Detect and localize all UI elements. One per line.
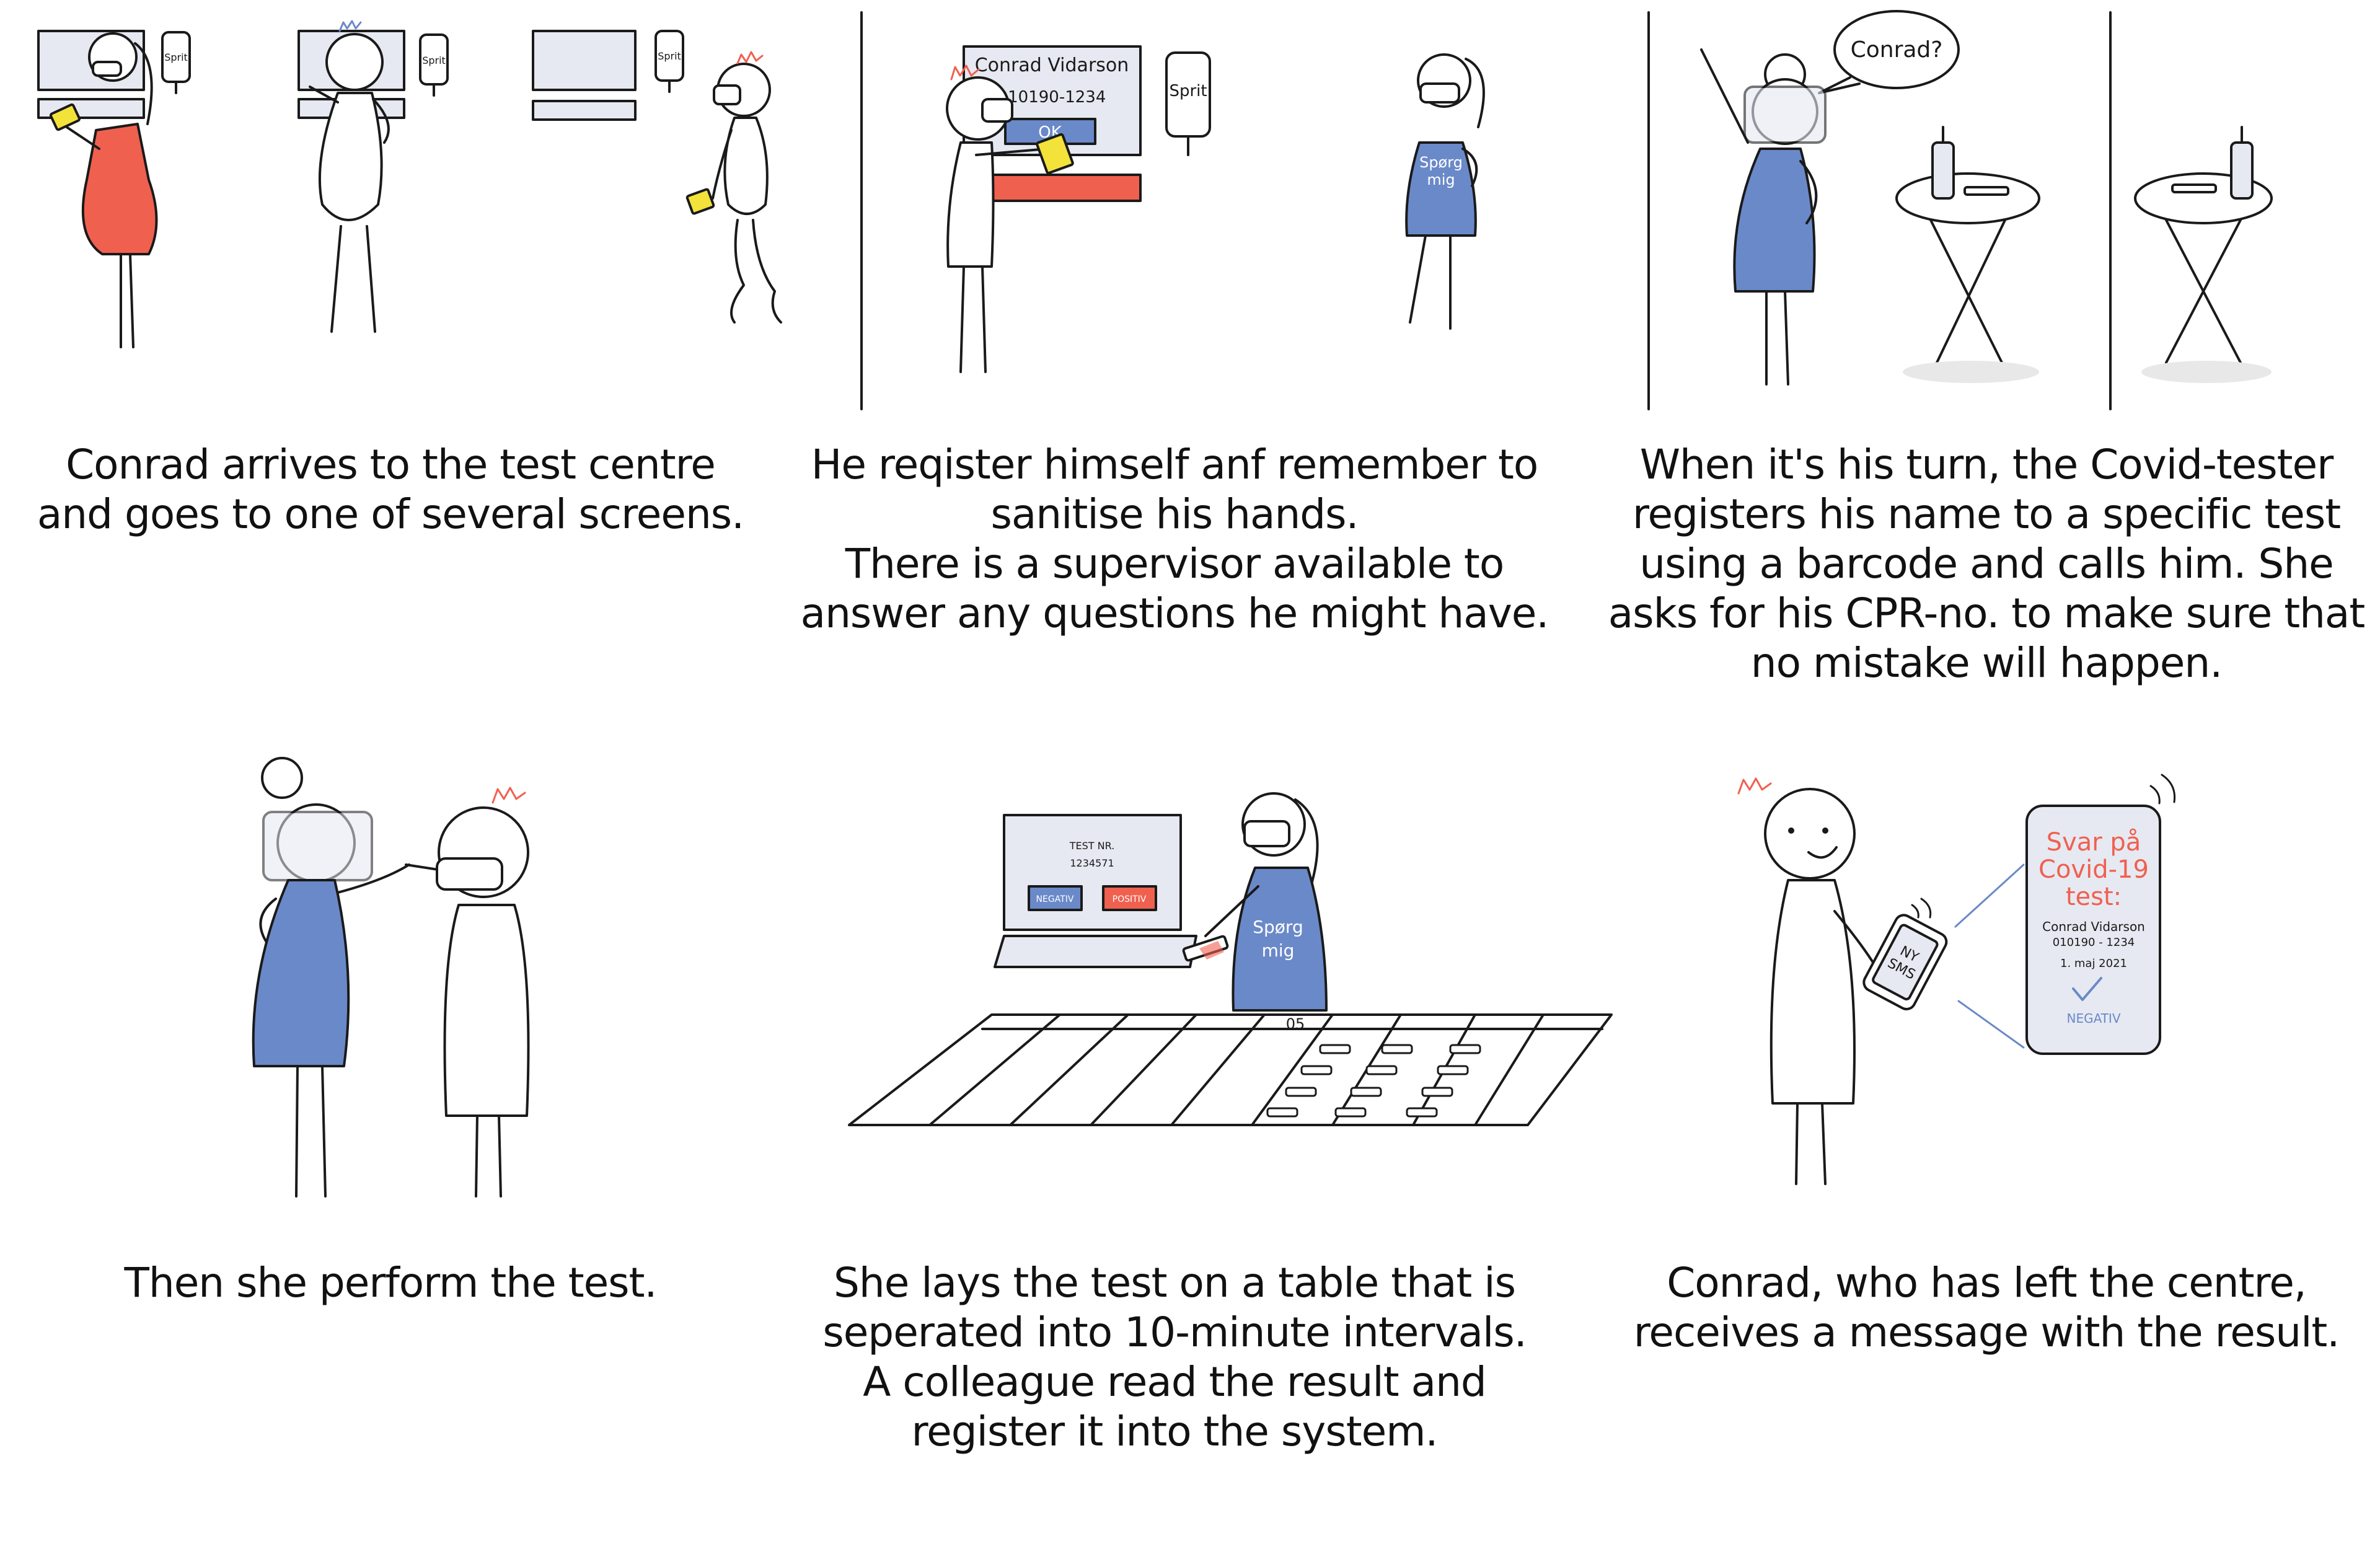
shirt-text: Spørg [1253, 917, 1303, 937]
supervisor: Spørg mig [1405, 53, 1485, 330]
panel-4 [252, 757, 530, 1198]
result-screen [1003, 814, 1182, 931]
panel-6: NY SMS Svar på Covid-19 test: Conrad Vid… [1737, 774, 2176, 1185]
caption-line: Conrad arrives to the test centre [66, 441, 716, 488]
caption-line: There is a supervisor available to [845, 540, 1504, 588]
negativ-button-label: NEGATIV [1036, 894, 1074, 904]
positiv-button-label: POSITIV [1113, 894, 1147, 904]
caption-line: no mistake will happen. [1750, 639, 2223, 687]
caption-line: answer any questions he might have. [800, 589, 1549, 637]
negativ-button[interactable] [1028, 885, 1083, 911]
id-card [1036, 133, 1074, 175]
caption-line: receives a message with the result. [1633, 1308, 2340, 1356]
zoom-line [1954, 863, 2025, 928]
caption-line: When it's his turn, the Covid-tester [1639, 441, 2334, 488]
screen-number: 1234571 [1070, 857, 1114, 869]
result-date: 1. maj 2021 [2060, 957, 2127, 970]
test-kit [2171, 183, 2217, 193]
panel-5: TEST NR. 1234571 NEGATIV POSITIV Spørg m… [848, 792, 1613, 1126]
sprit-label: Sprit [1169, 82, 1207, 100]
positiv-button[interactable] [1102, 885, 1157, 911]
caption-line: and goes to one of several screens. [37, 490, 744, 538]
caption-line: She lays the test on a table that is [833, 1259, 1516, 1307]
panel-3: Conrad? [1700, 10, 2273, 386]
caption-line: Conrad, who has left the centre, [1667, 1259, 2307, 1307]
id-card [685, 188, 715, 215]
caption-panel-3: When it's his turn, the Covid-tester reg… [1599, 440, 2374, 688]
conrad-with-phone [1737, 777, 1886, 1185]
result-title: Covid-19 [2038, 855, 2149, 884]
caption-line: Then she perform the test. [124, 1259, 658, 1307]
test-table [2134, 126, 2273, 383]
screen-cpr: 010190-1234 [998, 88, 1106, 107]
shirt-text: mig [1427, 171, 1455, 188]
test-table [1895, 126, 2040, 383]
sprit-label: Sprit [422, 55, 446, 66]
caption-line: seperated into 10-minute intervals. [822, 1308, 1527, 1356]
kiosk-screen [532, 30, 637, 91]
result-title: test: [2066, 883, 2122, 911]
phone: NY SMS [1862, 914, 1948, 1010]
test-kit [1963, 186, 2009, 196]
id-card [49, 103, 81, 131]
result-status: NEGATIV [2066, 1011, 2120, 1026]
speech-text: Conrad? [1851, 37, 1943, 63]
covid-tester-testing [252, 757, 410, 1198]
zoom-line [1957, 1000, 2025, 1049]
table-number: 05 [1286, 1015, 1305, 1033]
sprit-label: Sprit [658, 50, 681, 62]
screen-title: TEST NR. [1069, 840, 1115, 852]
shirt-text: mig [1262, 940, 1295, 961]
panel-1: Sprit Sprit [37, 20, 782, 348]
sanitizer-bottle [1931, 141, 1955, 200]
caption-line: using a barcode and calls him. She [1639, 540, 2334, 588]
person-back-view [309, 20, 390, 333]
shirt-text: Spørg [1419, 154, 1463, 171]
test-cassettes-on-table [1266, 1044, 1481, 1118]
result-title: Svar på [2047, 828, 2141, 857]
speech-bubble [1833, 10, 1960, 89]
covid-tester-at-table: Spørg mig [1182, 792, 1328, 1012]
caption-panel-4: Then she perform the test. [12, 1258, 769, 1308]
caption-panel-6: Conrad, who has left the centre, receive… [1599, 1258, 2374, 1357]
kiosk-keyboard [532, 100, 637, 121]
check-icon [2072, 977, 2102, 1001]
sanitizer-bottle [2230, 141, 2254, 200]
screen-name: Conrad Vidarson [975, 55, 1129, 76]
conrad-registering [946, 64, 1074, 373]
keyboard [994, 935, 1197, 968]
woman-red-dress [49, 32, 158, 348]
caption-panel-1: Conrad arrives to the test centre and go… [12, 440, 769, 539]
caption-line: He reqister himself anf remember to [811, 441, 1539, 488]
timing-table [848, 1013, 1613, 1126]
conrad-walking [685, 51, 782, 324]
panel-2: Conrad Vidarson 010190-1234 OK Sprit [946, 45, 1485, 373]
result-cpr: 010190 - 1234 [2053, 936, 2135, 949]
caption-line: register it into the system. [911, 1408, 1439, 1455]
caption-line: asks for his CPR-no. to make sure that [1608, 589, 2366, 637]
caption-line: A colleague read the result and [863, 1358, 1487, 1406]
kiosk-keyboard [990, 174, 1142, 202]
conrad-being-tested [436, 787, 530, 1198]
result-name: Conrad Vidarson [2042, 919, 2145, 934]
caption-line: registers his name to a specific test [1632, 490, 2341, 538]
sprit-label: Sprit [164, 51, 188, 63]
caption-panel-2: He reqister himself anf remember to sani… [793, 440, 1556, 638]
covid-tester [1700, 48, 1827, 386]
caption-line: sanitise his hands. [990, 490, 1359, 538]
caption-panel-5: She lays the test on a table that is sep… [793, 1258, 1556, 1457]
result-message [2025, 805, 2161, 1055]
